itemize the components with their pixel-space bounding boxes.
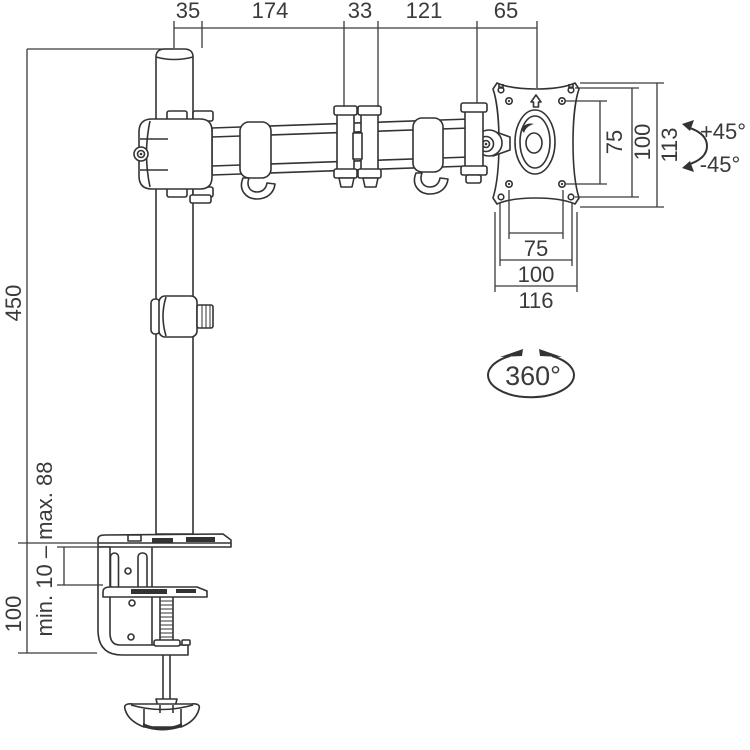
dim-swivel: 360° (505, 361, 561, 391)
dim-vesa-v-outer: 100 (630, 124, 655, 161)
vesa-hole-inner (504, 97, 566, 189)
vesa-hole-outer (497, 193, 505, 201)
up-arrow-icon (530, 94, 542, 108)
arm-mid-joint (333, 105, 382, 188)
dim-tilt-down: -45° (700, 152, 741, 177)
pole-bracket (133, 110, 214, 204)
clamp-top-plate-notch (127, 534, 142, 542)
tilt-angle-annotation: +45° -45° (682, 119, 746, 177)
dim-tilt-up: +45° (700, 119, 746, 144)
cable-clip-knob (196, 304, 214, 329)
mid-joint-nut (338, 177, 355, 188)
arm (211, 102, 511, 200)
swivel-ellipse-icon (487, 355, 575, 399)
clamp-pad-rib (152, 538, 173, 543)
clamp-face-hole (128, 599, 136, 607)
vesa-hole-outer (567, 193, 575, 201)
dim-vesa-v-inner: 75 (602, 130, 627, 154)
dim-front-arm: 174 (252, 0, 289, 23)
dim-rear-arm: 121 (406, 0, 443, 23)
dim-mid-joint: 33 (348, 0, 372, 23)
dim-vesa-h-outer: 100 (518, 262, 555, 287)
arm-end-joint (460, 102, 488, 184)
cable-hook-front (239, 121, 276, 200)
monitor-arm-drawing (97, 48, 580, 731)
left-dimension-chain: 450 100 (1, 48, 174, 654)
clamp-pad-rib (186, 537, 215, 542)
desk-clamp (97, 533, 232, 731)
cable-clip (150, 295, 214, 338)
swivel-arrow-right-icon (539, 349, 562, 357)
clamp-middle-pad (176, 589, 196, 593)
tilt-arrow-down-icon (682, 161, 694, 172)
swivel-rotation-annotation: 360° (487, 349, 575, 399)
dim-clamp-range: min. 10 – max. 88 (32, 462, 57, 637)
dim-vesa-plate-width: 116 (518, 288, 553, 313)
vesa-hole-outer (497, 86, 505, 94)
clamp-face-hole (124, 567, 132, 575)
clamp-face-slot (109, 552, 120, 591)
mid-joint-nut (362, 177, 379, 188)
dim-head-width: 65 (494, 0, 518, 23)
vesa-plate (492, 82, 580, 205)
vesa-center-hole (525, 132, 543, 154)
clamp-c-bracket (97, 546, 189, 656)
dim-vesa-h-inner: 75 (524, 236, 548, 261)
cable-hook-rear (412, 117, 449, 195)
boss-arrow-icon (521, 123, 534, 133)
dim-pole-height: 450 (1, 285, 26, 322)
clamp-middle-pad (131, 589, 167, 594)
tilt-arrow-up-icon (682, 120, 694, 131)
top-dimension-chain: 35 174 33 121 65 (173, 0, 538, 107)
clamp-face-hole (127, 633, 135, 641)
dim-clamp-height: 100 (1, 596, 26, 633)
clamp-screw (153, 597, 191, 708)
pole-cap-seam (155, 56, 194, 61)
dimension-annotations: 35 174 33 121 65 450 100 min. 10 – max. … (1, 0, 746, 654)
vesa-horizontal-dimensions: 75 100 116 (494, 190, 578, 313)
dim-vesa-plate-height: 113 (657, 127, 682, 162)
clamp-knob (123, 703, 201, 731)
clamp-range-dimension: min. 10 – max. 88 (32, 462, 103, 637)
vesa-hole-outer (567, 86, 575, 94)
vesa-vertical-dimensions: 75 100 113 (566, 82, 682, 208)
dim-pole-width: 35 (176, 0, 200, 23)
swivel-arrow-left-icon (500, 349, 523, 357)
clamp-face-slot (137, 552, 148, 591)
vesa-center-boss (514, 109, 556, 175)
tilt-arc-icon (686, 126, 709, 166)
